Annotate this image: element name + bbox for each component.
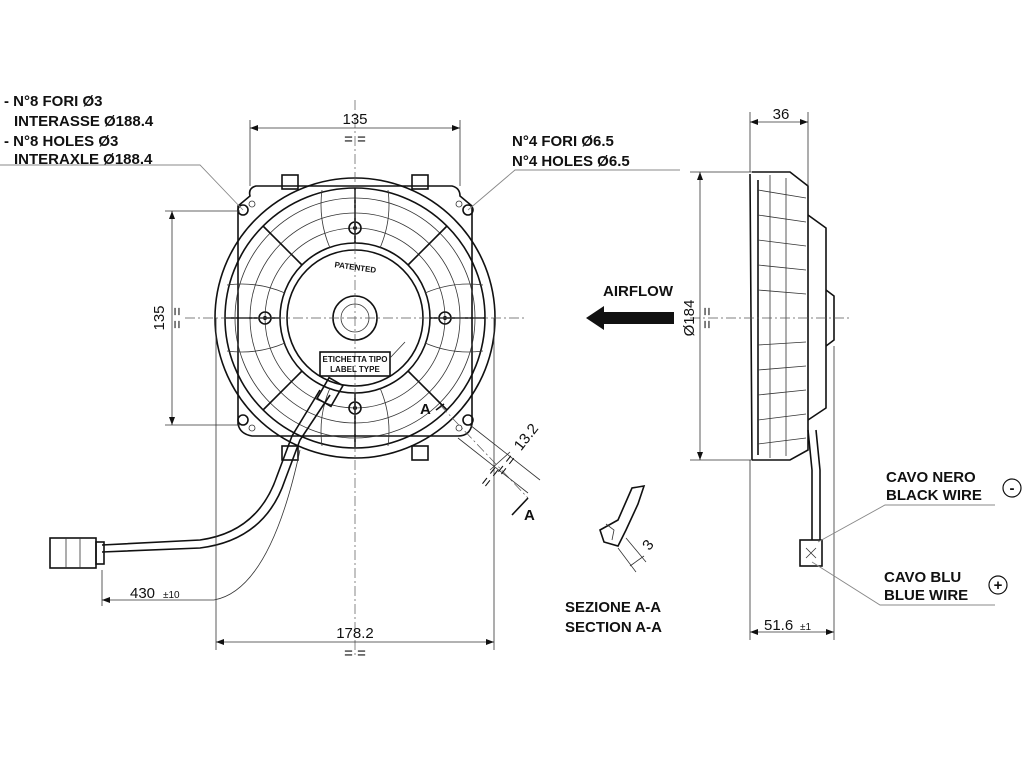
label-type-it: ETICHETTA TIPO: [323, 355, 388, 364]
dim-cable-tolerance: ±10: [163, 590, 180, 601]
black-wire-symbol: -: [1010, 480, 1015, 497]
holes8-it-line2: INTERASSE Ø188.4: [14, 113, 154, 130]
callout-wires: CAVO NERO BLACK WIRE - CAVO BLU BLUE WIR…: [811, 469, 1022, 606]
dim-depth-36: 36: [773, 106, 790, 123]
section-cut-line: [439, 404, 529, 499]
holes8-en-line2: INTERAXLE Ø188.4: [14, 151, 153, 168]
holes4-leader: [467, 169, 680, 211]
cable-grommet: [315, 376, 345, 408]
dim-tab-offset: 13.2: [511, 420, 542, 453]
dim-overall-equal: = =: [344, 645, 366, 662]
airflow-arrow-icon: [586, 306, 674, 330]
callout-8-holes: - N°8 FORI Ø3 INTERASSE Ø188.4 - N°8 HOL…: [0, 93, 244, 211]
dim-depth-tolerance: ±1: [800, 622, 811, 633]
section-profile: [599, 484, 646, 547]
dim-cable-length: 430: [130, 585, 155, 602]
label-leader: [389, 341, 406, 359]
side-motor: [807, 214, 827, 421]
airflow-label: AIRFLOW: [603, 283, 674, 300]
black-wire-en: BLACK WIRE: [886, 487, 982, 504]
corner-mounting-holes: [237, 200, 474, 432]
label-type-box: [319, 351, 391, 377]
plus-icon: [988, 575, 1008, 595]
dim-diameter-equal: = =: [699, 307, 716, 329]
cable-wire-upper: [101, 394, 331, 553]
blue-wire-symbol: +: [994, 577, 1003, 594]
section-arrow-lower: [511, 497, 529, 516]
airflow-indicator: AIRFLOW: [586, 283, 674, 330]
dim-overall-width: 178.2: [336, 625, 374, 642]
connector-latch: [95, 541, 105, 565]
dim-height-135: 135: [151, 305, 168, 330]
dim-depth-total: 51.6: [764, 617, 793, 634]
front-view: ETICHETTA TIPO LABEL TYPE PATENTED A A: [185, 100, 535, 655]
dim-width-equal: = =: [344, 131, 366, 148]
dim-width-135: 135: [342, 111, 367, 128]
side-dimensions: 36 Ø184 = = 51.6 ±1: [681, 106, 835, 640]
callout-4-holes: N°4 FORI Ø6.5 N°4 HOLES Ø6.5: [467, 133, 680, 211]
holes4-en: N°4 HOLES Ø6.5: [512, 153, 630, 170]
holes8-en-line1: - N°8 HOLES Ø3: [4, 133, 118, 150]
patented-text: PATENTED: [334, 260, 377, 275]
section-title-en: SECTION A-A: [565, 619, 662, 636]
section-title-it: SEZIONE A-A: [565, 599, 661, 616]
blue-wire-leader: [811, 561, 995, 606]
section-mark-upper: A: [420, 401, 431, 418]
label-type-en: LABEL TYPE: [330, 365, 380, 374]
blue-wire-en: BLUE WIRE: [884, 587, 968, 604]
cable-wire-lower: [101, 389, 321, 546]
section-mark-lower: A: [524, 507, 535, 524]
holes8-it-line1: - N°8 FORI Ø3: [4, 93, 103, 110]
blue-wire-it: CAVO BLU: [884, 569, 961, 586]
dim-section-thickness: 3: [639, 537, 658, 554]
mounting-clips: [281, 174, 429, 461]
side-flange: [749, 173, 759, 461]
side-connector: [799, 539, 823, 567]
holes4-it: N°4 FORI Ø6.5: [512, 133, 614, 150]
minus-icon: [1002, 478, 1022, 498]
front-dimensions: 135 = = 135 = = 178.2 = = 430 ±10 13.2 =…: [101, 111, 542, 662]
cable-connector: [49, 537, 97, 569]
side-fins: [757, 175, 807, 458]
side-cable: [807, 429, 821, 540]
side-view: [690, 171, 850, 567]
black-wire-leader: [817, 504, 995, 543]
holes8-leader: [0, 164, 244, 211]
black-wire-it: CAVO NERO: [886, 469, 976, 486]
dim-diameter: Ø184: [681, 300, 698, 337]
front-cable: [49, 376, 345, 569]
section-arrow-upper: [435, 403, 445, 411]
section-view: 3 SEZIONE A-A SECTION A-A: [565, 484, 662, 636]
dim-height-equal: = =: [169, 307, 186, 329]
